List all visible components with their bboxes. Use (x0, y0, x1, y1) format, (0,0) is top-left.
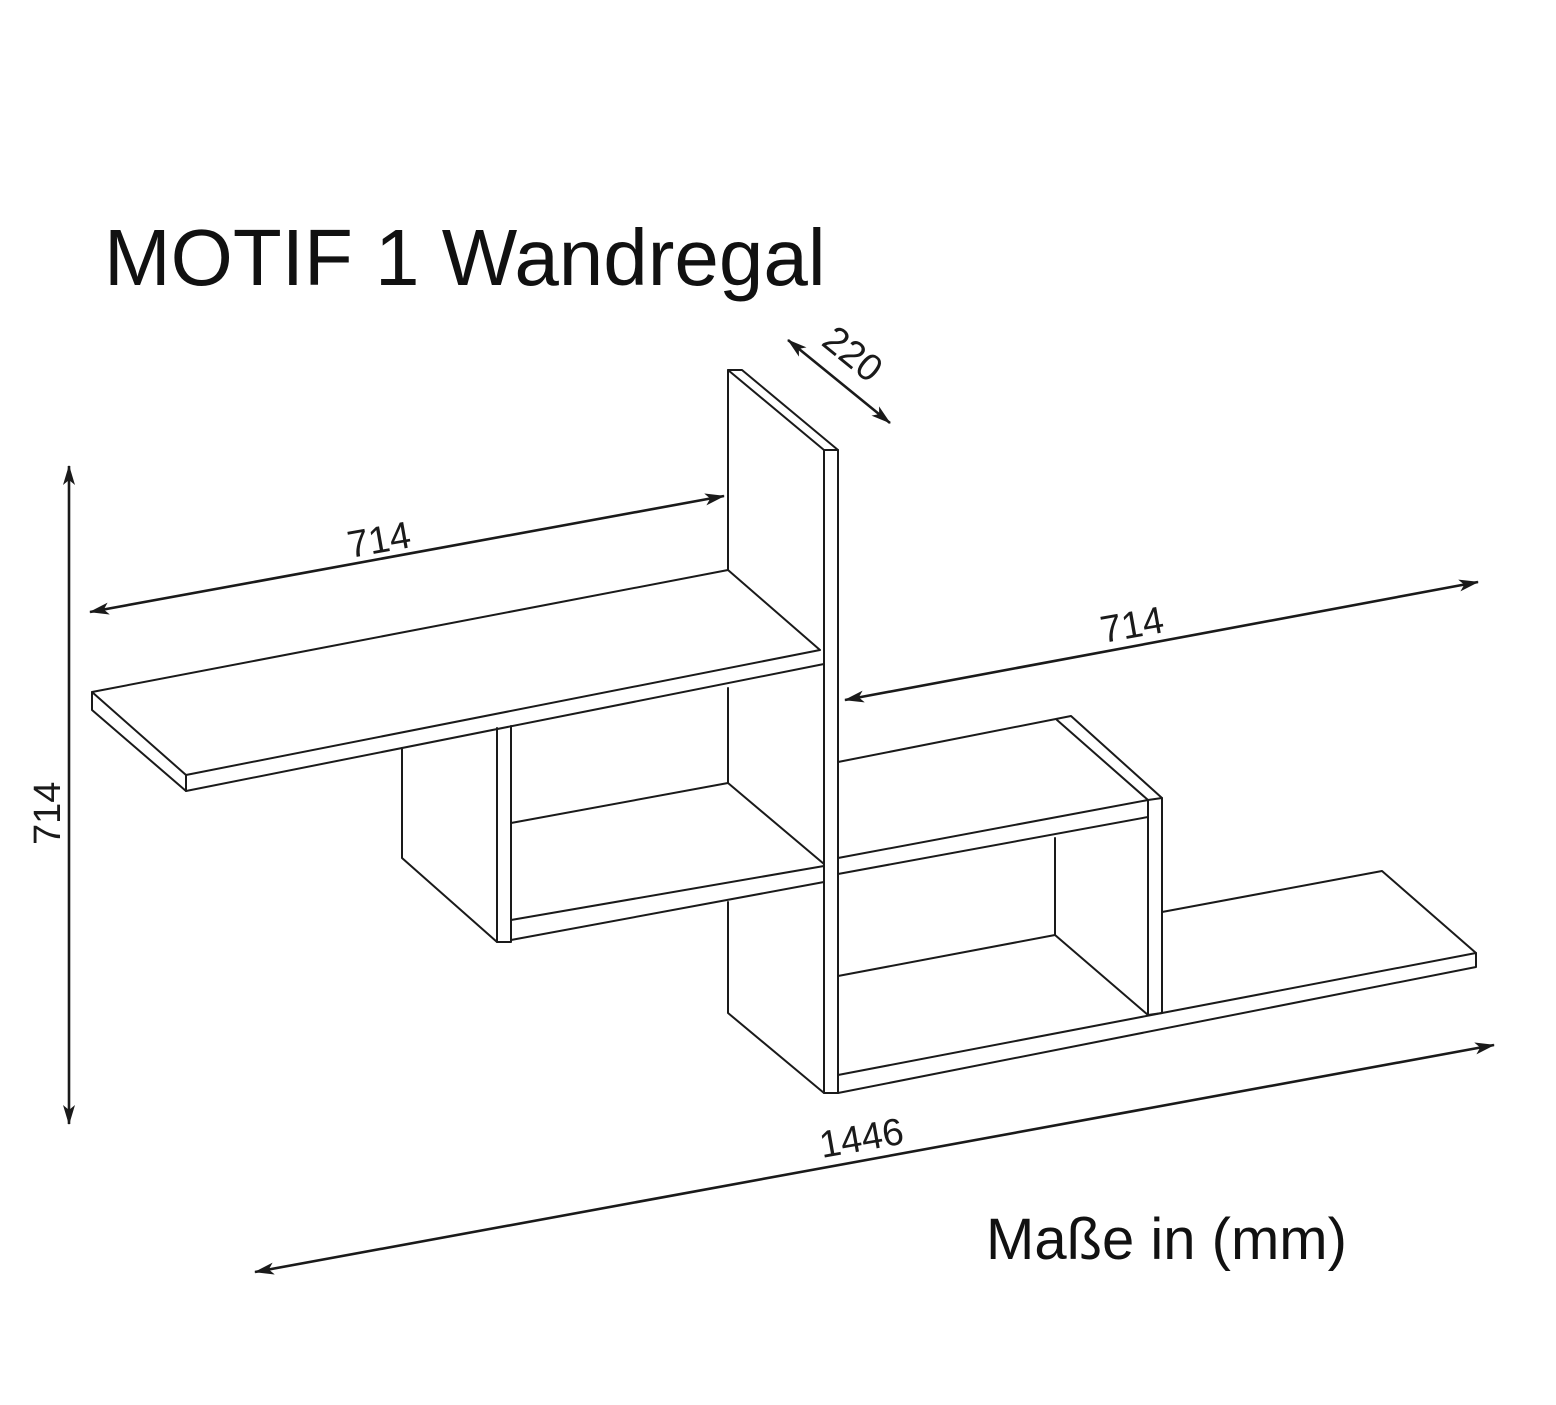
center-vertical-panel (727, 369, 839, 1094)
bottom-right-shelf (837, 870, 1477, 1094)
depth-dimension-arrow (787, 338, 891, 425)
right-width-dimension-arrow (844, 579, 1479, 703)
right-width-dimension-label: 714 (1097, 599, 1167, 651)
units-label: Maße in (mm) (986, 1207, 1347, 1272)
left-width-dimension-label: 714 (344, 514, 414, 566)
depth-dimension-label: 220 (814, 318, 890, 391)
left-cube (401, 725, 825, 943)
diagram-title: MOTIF 1 Wandregal (104, 213, 826, 302)
left-width-dimension-arrow (89, 493, 725, 615)
height-dimension-label: 714 (27, 782, 69, 845)
total-width-dimension-label: 1446 (816, 1111, 907, 1167)
right-upper-cube (837, 715, 1163, 1016)
top-left-shelf (91, 569, 825, 792)
total-width-dimension-arrow (254, 1042, 1495, 1275)
